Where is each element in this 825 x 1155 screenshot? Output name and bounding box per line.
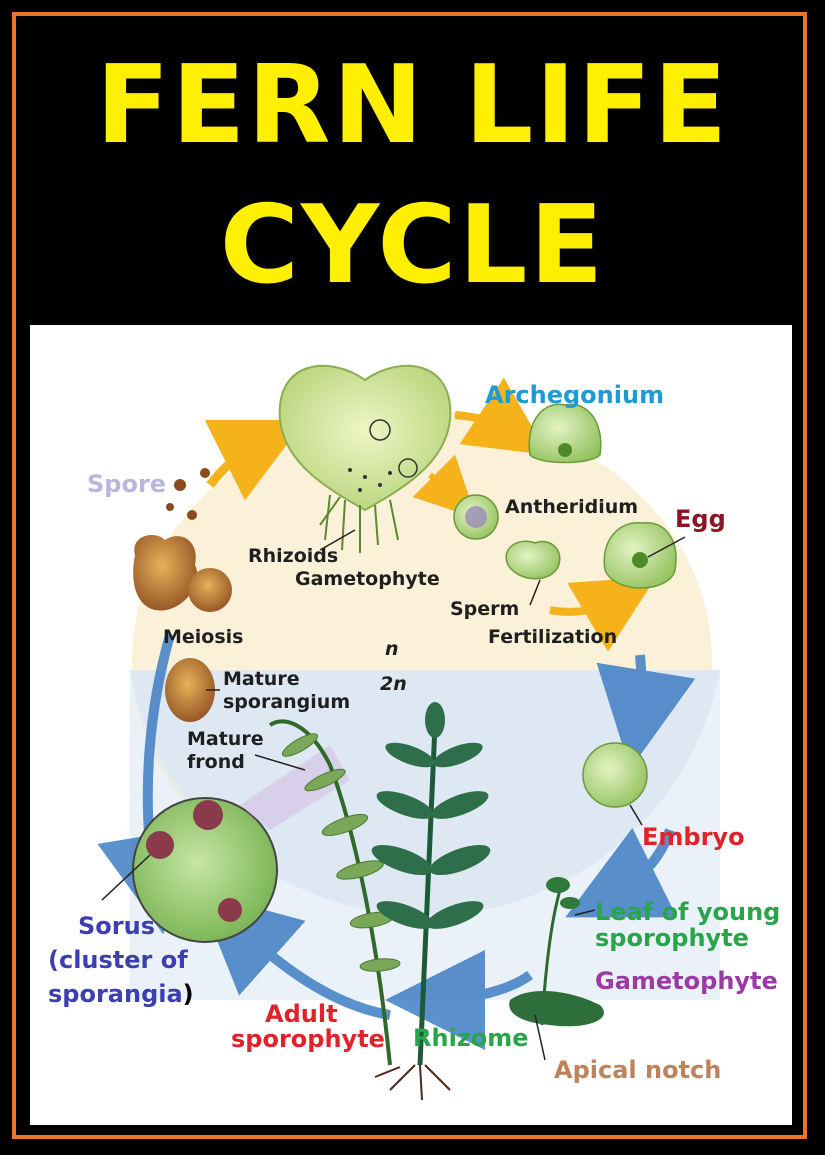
label-antheridium: Antheridium — [505, 496, 639, 518]
label-sorus-2: (cluster of — [48, 946, 188, 974]
cycle-arrow-fertilization — [549, 576, 657, 652]
fern-cycle-illustration — [97, 364, 720, 1101]
label-mature-sporangium-1: Mature — [223, 668, 300, 690]
archegonium-drawing — [528, 403, 602, 464]
cycle-arrow-young — [385, 949, 533, 1050]
mature-sporangium-drawing — [165, 658, 215, 722]
label-mature-frond-2: frond — [187, 751, 245, 773]
label-apical-notch: Apical notch — [554, 1056, 722, 1084]
label-embryo: Embryo — [642, 823, 745, 851]
bottom-gametophyte-drawing — [509, 990, 604, 1027]
orange-frame — [12, 12, 807, 1139]
label-rhizoids: Rhizoids — [248, 545, 339, 567]
label-sorus-paren: ) — [182, 980, 194, 1008]
label-gametophyte-bottom: Gametophyte — [595, 967, 778, 995]
title-line-2: CYCLE — [219, 183, 606, 308]
label-leaf-young-2: sporophyte — [595, 924, 749, 952]
spore-release-drawing — [133, 535, 198, 611]
embryo-drawing — [582, 742, 648, 808]
label-sorus-3-wrap: sporangia) — [48, 980, 194, 1008]
cycle-arrow-archegonium — [454, 377, 549, 456]
cycle-arrow-bottom-left — [197, 891, 391, 1020]
label-spore: Spore — [87, 470, 167, 498]
label-sorus-3: sporangia — [48, 980, 183, 1008]
cycle-arrow-spore — [204, 419, 306, 501]
label-sperm: Sperm — [450, 598, 520, 620]
label-adult-sporophyte-2: sporophyte — [231, 1025, 385, 1053]
label-mature-sporangium-2: sporangium — [223, 691, 351, 713]
sperm-drawing — [505, 540, 561, 580]
label-egg: Egg — [675, 505, 726, 533]
label-archegonium: Archegonium — [485, 381, 665, 409]
mature-frond-stem — [268, 719, 392, 1066]
label-leaf-young-1: Leaf of young — [595, 898, 781, 926]
label-rhizome: Rhizome — [413, 1024, 529, 1052]
label-meiosis: Meiosis — [163, 626, 244, 648]
cycle-arrow-embryo — [565, 827, 678, 918]
cycle-arrow-right — [596, 654, 696, 770]
label-gametophyte-top: Gametophyte — [295, 568, 440, 590]
label-fertilization: Fertilization — [488, 626, 618, 648]
diagram-panel: Antheridium Rhizoids Gametophyte Sperm M… — [30, 325, 792, 1125]
gametophyte-heart — [278, 364, 452, 512]
label-haploid: n — [385, 638, 399, 660]
title-line-1: FERN LIFE — [95, 43, 730, 168]
label-diploid: 2n — [380, 673, 407, 695]
label-adult-sporophyte-1: Adult — [265, 1000, 338, 1028]
label-mature-frond-1: Mature — [187, 728, 264, 750]
label-sorus-1: Sorus — [78, 912, 155, 940]
